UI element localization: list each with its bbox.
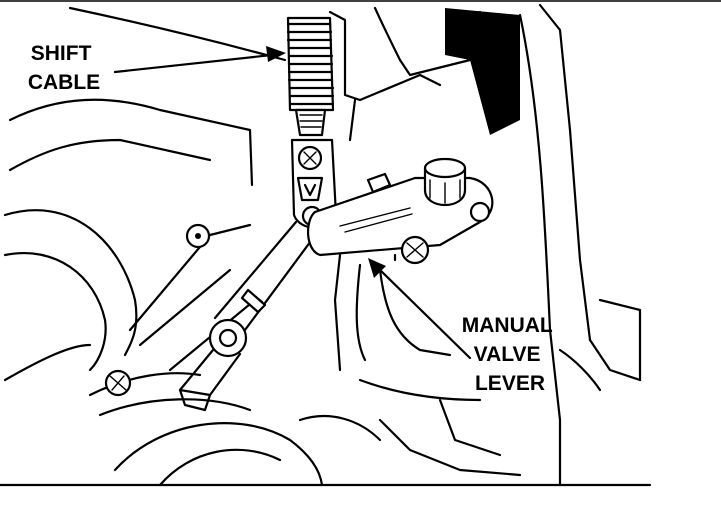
shift-cable-label: SHIFT CABLE [28,42,100,94]
manual-valve-lever-label-line-2: VALVE [474,343,541,366]
manual-valve-lever [307,157,494,265]
shift-cable-boot [286,16,335,137]
manual-valve-lever-label: MANUAL VALVE LEVER [462,314,558,395]
right-housing [298,3,642,487]
shift-cable-label-line-1: SHIFT [31,42,92,65]
shift-cable-label-line-2: CABLE [28,71,100,94]
manual-valve-lever-label-line-1: MANUAL [462,314,553,337]
linkage-rod [178,220,324,412]
manual-valve-lever-leader [368,258,472,360]
shift-cable-leader [113,46,286,74]
manual-valve-lever-label-line-3: LEVER [475,372,545,395]
transmission-housing [3,6,324,487]
